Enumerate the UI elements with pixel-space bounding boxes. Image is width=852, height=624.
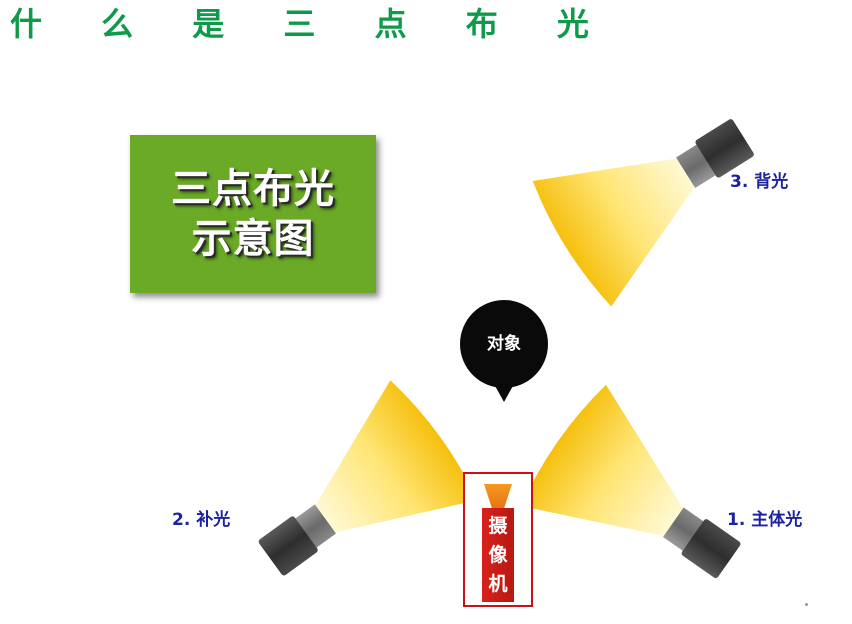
fill-light-label: 2. 补光 (172, 510, 231, 530)
key-light-neck (663, 507, 705, 552)
camera-char-1: 摄 (488, 514, 508, 537)
subject-label: 对象 (487, 334, 521, 354)
decorative-dot (805, 603, 808, 606)
subject-bubble (460, 300, 548, 402)
camera-char-2: 像 (488, 543, 508, 566)
key-light-beam (521, 384, 685, 537)
camera: 摄 像 机 (463, 472, 533, 607)
diagram-title-line-2: 示意图 (191, 216, 315, 262)
key-light-housing (681, 519, 741, 579)
key-light (521, 384, 741, 579)
camera-char-3: 机 (488, 573, 508, 596)
page-title: 什 么 是 三 点 布 光 (10, 5, 613, 43)
diagram-title-line-1: 三点布光 (171, 166, 335, 212)
back-light (532, 119, 754, 307)
diagram-title-box: 三点布光 示意图 (130, 135, 376, 293)
back-light-neck (676, 143, 718, 188)
fill-light-housing (258, 516, 318, 576)
back-light-beam (532, 158, 696, 307)
fill-light-beam (314, 380, 478, 534)
back-light-label: 3. 背光 (730, 172, 789, 192)
back-light-housing (695, 119, 754, 178)
fill-light (258, 380, 478, 576)
camera-body: 摄 像 机 (482, 508, 514, 602)
fill-light-neck (293, 504, 336, 549)
camera-lens-icon (484, 484, 512, 508)
key-light-label: 1. 主体光 (727, 510, 803, 530)
